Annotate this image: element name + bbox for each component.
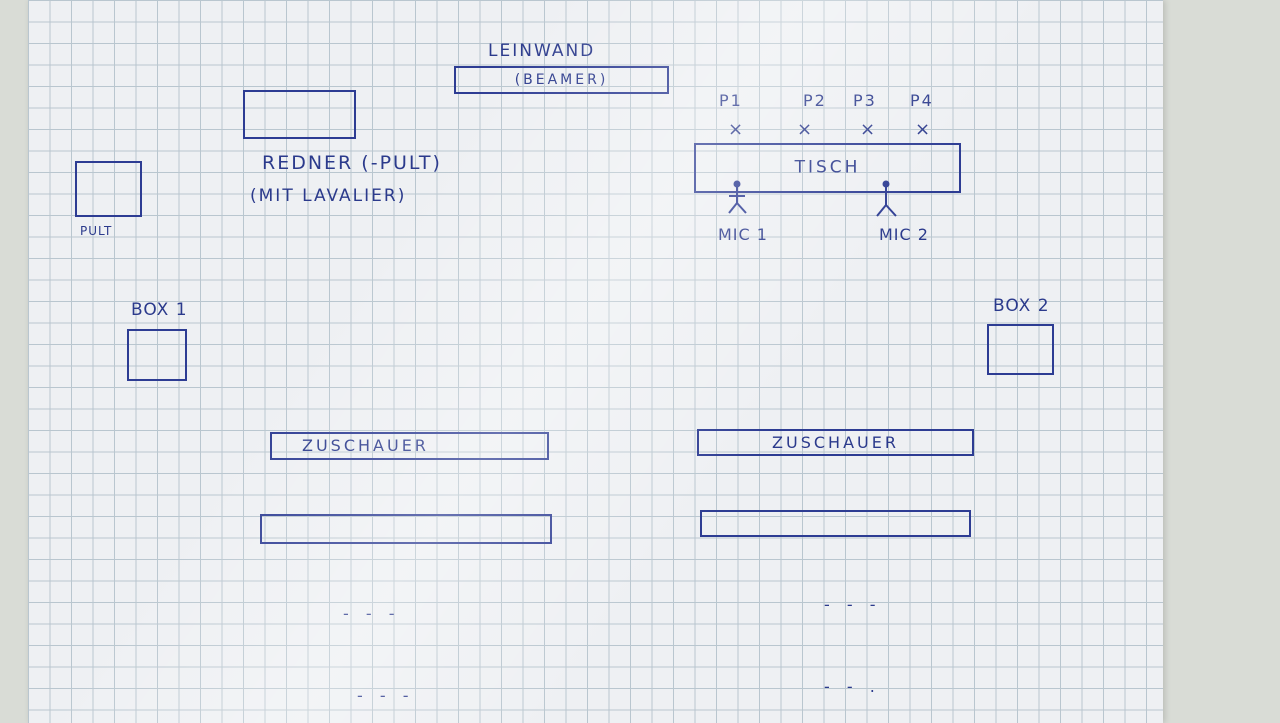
zuschauer-row-right-2	[700, 510, 971, 537]
box2-label: BOX 2	[993, 296, 1050, 316]
beamer-label: (BEAMER)	[514, 72, 609, 88]
box1-speaker	[127, 329, 187, 381]
redner-pult-box	[243, 90, 356, 139]
p1-label: P1	[719, 91, 743, 110]
p2-label: P2	[803, 91, 827, 110]
p4-label: P4	[910, 91, 934, 110]
p3-label: P3	[853, 91, 877, 110]
leinwand-label: LEINWAND	[488, 41, 596, 61]
pult-label: PULT	[80, 224, 113, 238]
zuschauer-row-left-1: ZUSCHAUER	[270, 432, 549, 460]
mic1-figure-icon	[728, 180, 747, 214]
zuschauer-row-right-1: ZUSCHAUER	[697, 429, 974, 456]
pult-box	[75, 161, 142, 217]
p1-seat-mark: ×	[728, 119, 746, 140]
mic2-label: MIC 2	[879, 225, 929, 244]
zuschauer-right-label: ZUSCHAUER	[772, 432, 899, 452]
p4-seat-mark: ×	[915, 119, 933, 140]
ellipsis-right-lower: - - .	[824, 677, 881, 696]
ellipsis-right-upper: - - -	[824, 595, 882, 614]
tisch-table: TISCH	[694, 143, 961, 193]
ellipsis-left-upper: - - -	[343, 604, 401, 623]
ellipsis-left-lower: - - -	[357, 686, 415, 705]
box2-speaker	[987, 324, 1054, 375]
mic2-figure-icon	[876, 180, 897, 217]
graph-paper-sheet	[28, 0, 1163, 723]
mit-lavalier-label: (MIT LAVALIER)	[250, 186, 407, 206]
p2-seat-mark: ×	[797, 119, 815, 140]
zuschauer-row-left-2	[260, 514, 552, 544]
mic1-label: MIC 1	[718, 225, 768, 244]
leinwand-screen: (BEAMER)	[454, 66, 669, 94]
p3-seat-mark: ×	[860, 119, 878, 140]
redner-pult-label: REDNER (-PULT)	[262, 152, 442, 174]
tisch-label: TISCH	[794, 157, 861, 178]
zuschauer-left-label: ZUSCHAUER	[302, 436, 429, 455]
box1-label: BOX 1	[131, 300, 188, 320]
